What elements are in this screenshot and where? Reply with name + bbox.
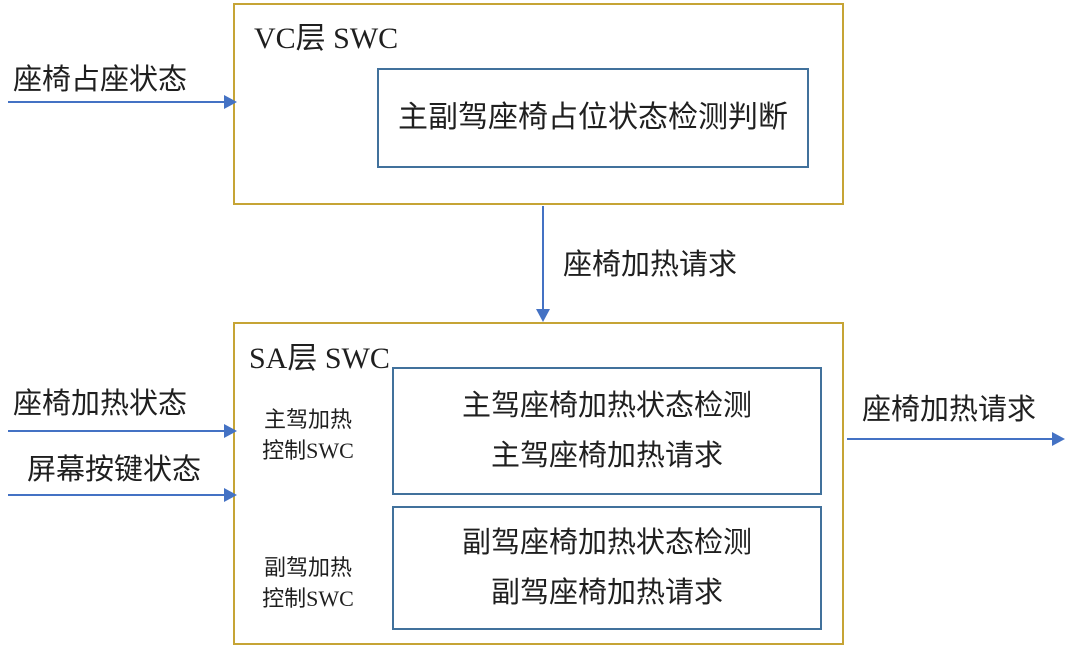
passenger-heating-control-swc-label: 副驾加热 控制SWC bbox=[250, 552, 366, 614]
passenger-seat-heating-detection-label: 副驾座椅加热状态检测 bbox=[461, 526, 752, 559]
occupancy-detection-label: 主副驾座椅占位状态检测判断 bbox=[398, 101, 788, 135]
vc-swc-title: VC层 SWC bbox=[254, 22, 399, 55]
sa-swc-title: SA层 SWC bbox=[249, 342, 390, 375]
passenger-seat-heating-box: 副驾座椅加热状态检测 副驾座椅加热请求 bbox=[392, 506, 822, 630]
seat-heating-request-out-arrow-line bbox=[847, 438, 1053, 440]
seat-occupancy-arrow-line bbox=[8, 101, 225, 103]
driver-heating-control-swc-label-line1: 主驾加热 bbox=[263, 407, 352, 432]
seat-heating-status-arrowhead-icon bbox=[224, 424, 237, 438]
seat-heating-status-arrow-line bbox=[8, 430, 225, 432]
screen-button-status-label: 屏幕按键状态 bbox=[27, 454, 202, 486]
vc-to-sa-heating-request-label: 座椅加热请求 bbox=[563, 249, 738, 281]
passenger-heating-control-swc-label-line1: 副驾加热 bbox=[263, 555, 352, 580]
seat-heating-request-out-arrowhead-icon bbox=[1052, 432, 1065, 446]
driver-heating-control-swc-label-line2: 控制SWC bbox=[262, 438, 354, 463]
vc-to-sa-arrow-line bbox=[542, 206, 544, 310]
driver-seat-heating-box: 主驾座椅加热状态检测 主驾座椅加热请求 bbox=[392, 367, 822, 495]
screen-button-status-arrowhead-icon bbox=[224, 488, 237, 502]
driver-heating-control-swc-label: 主驾加热 控制SWC bbox=[250, 404, 366, 466]
screen-button-status-arrow-line bbox=[8, 494, 225, 496]
passenger-heating-control-swc-label-line2: 控制SWC bbox=[262, 586, 354, 611]
occupancy-detection-box: 主副驾座椅占位状态检测判断 bbox=[377, 68, 809, 168]
seat-occupancy-arrowhead-icon bbox=[224, 95, 237, 109]
seat-heating-request-out-label: 座椅加热请求 bbox=[862, 394, 1037, 426]
vc-to-sa-arrowhead-icon bbox=[536, 309, 550, 322]
driver-seat-heating-detection-label: 主驾座椅加热状态检测 bbox=[461, 389, 752, 422]
seat-heating-status-label: 座椅加热状态 bbox=[13, 388, 188, 420]
seat-occupancy-status-label: 座椅占座状态 bbox=[13, 64, 188, 96]
passenger-seat-heating-request-label: 副驾座椅加热请求 bbox=[490, 577, 723, 609]
driver-seat-heating-request-label: 主驾座椅加热请求 bbox=[490, 440, 723, 472]
